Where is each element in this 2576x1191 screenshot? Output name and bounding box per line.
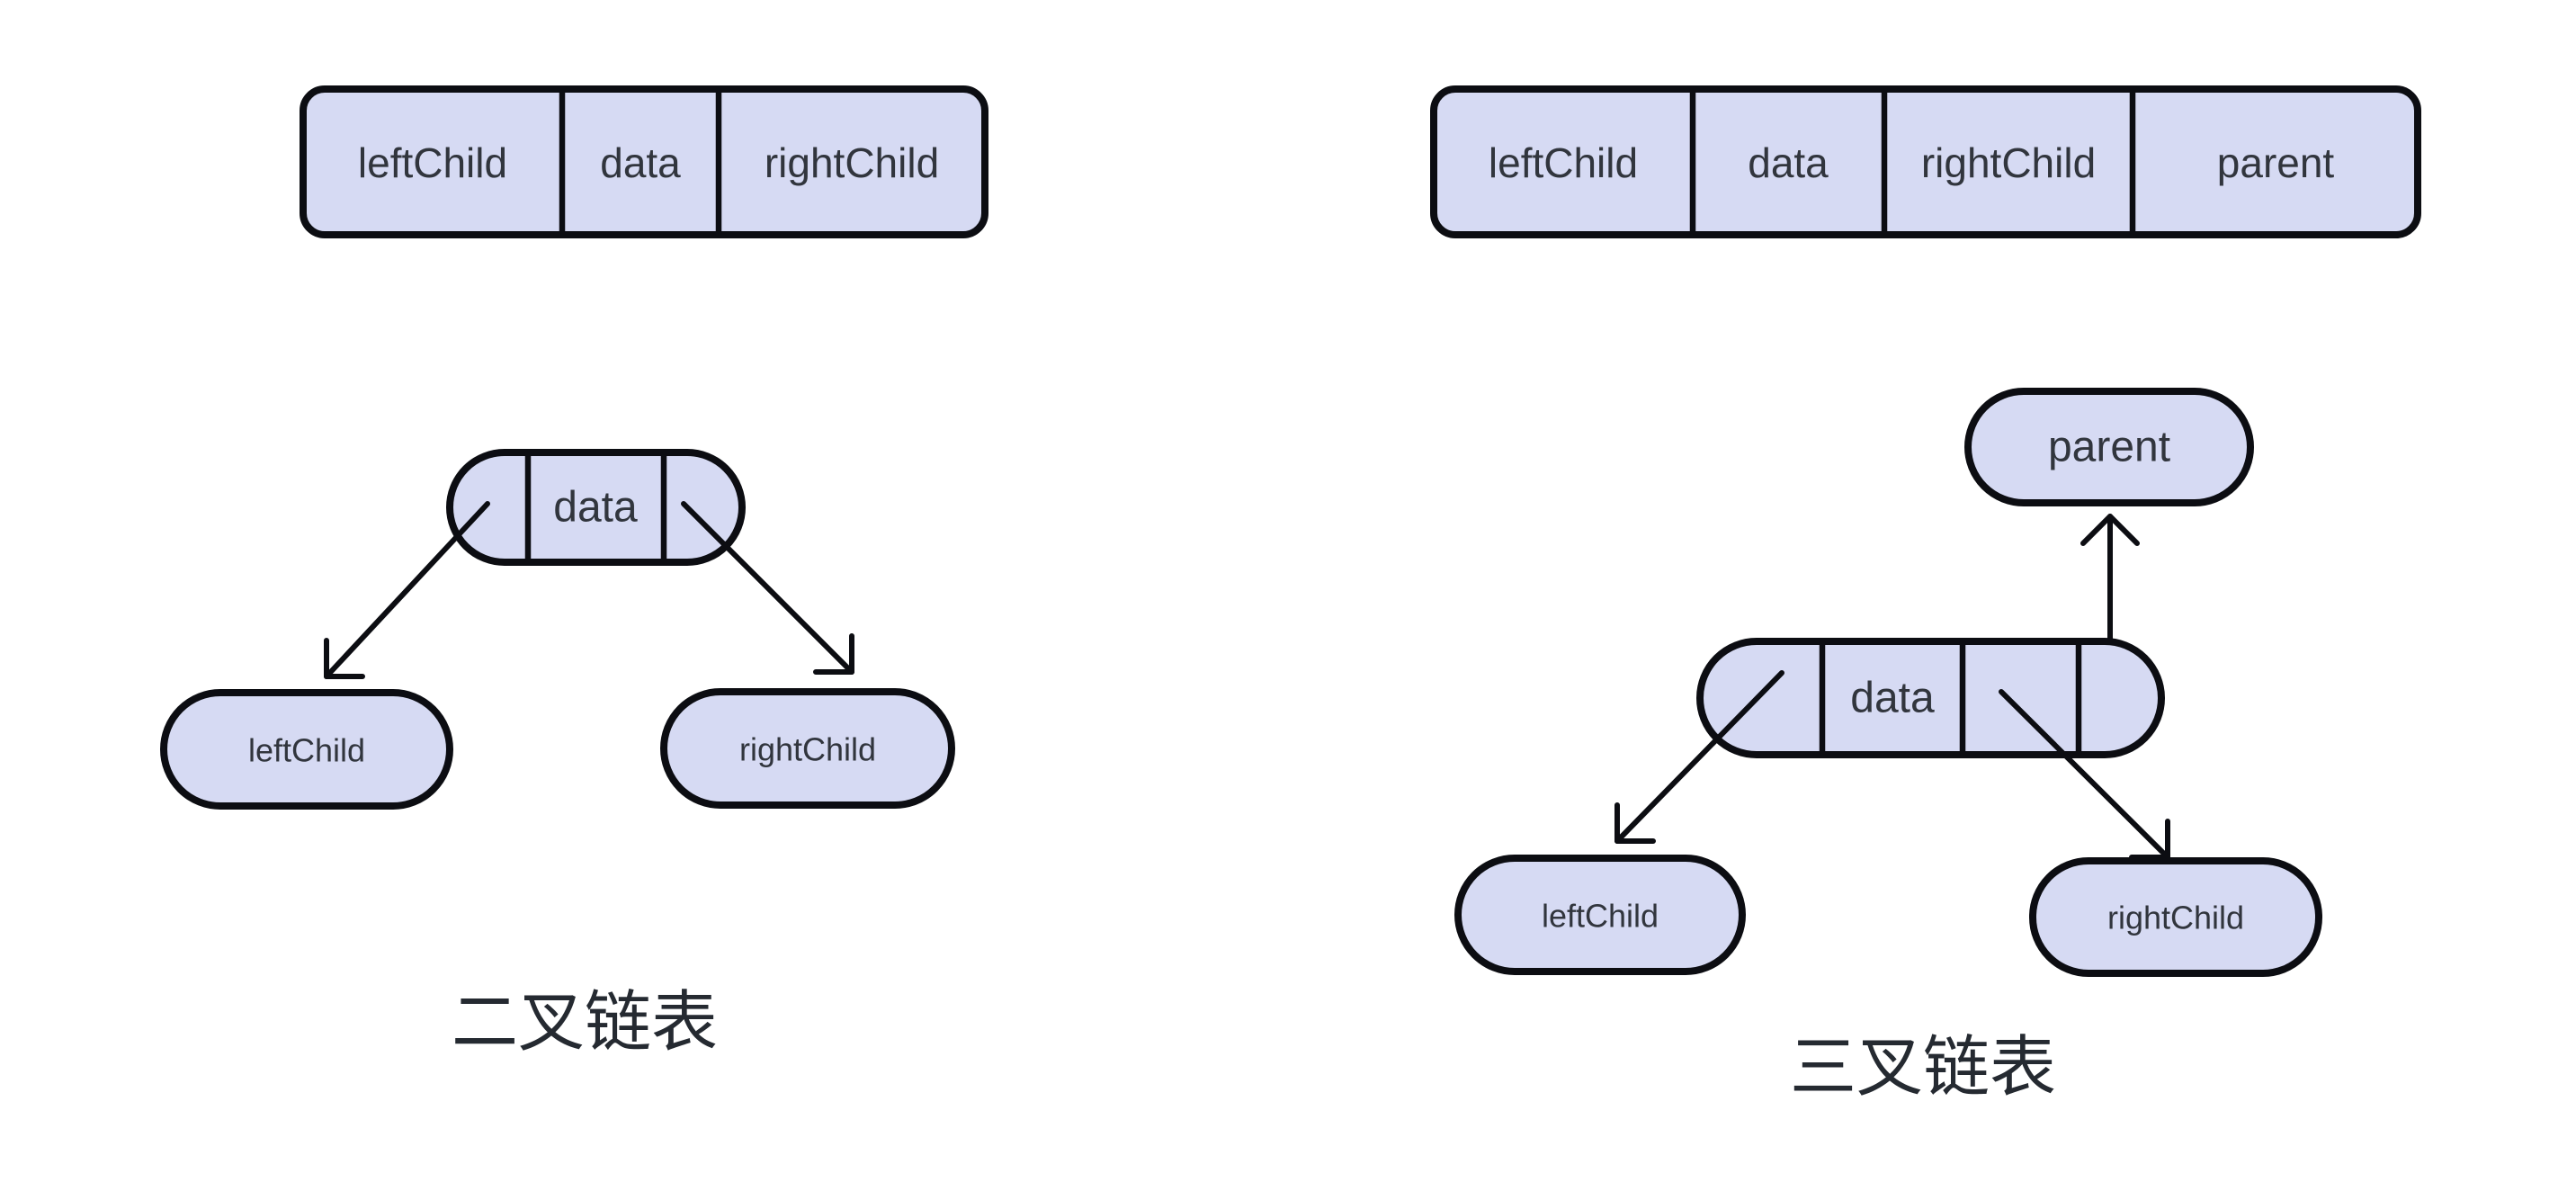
leftchild-label: leftChild bbox=[248, 732, 365, 769]
ternary-rightchild-node: rightChild bbox=[2029, 857, 2322, 977]
binary-node-pill bbox=[446, 449, 746, 566]
parent-pill bbox=[1964, 388, 2254, 506]
binary-node: data bbox=[446, 449, 746, 566]
arrowhead-icon bbox=[1614, 802, 1656, 844]
ternary-record-cell-rightchild: rightChild bbox=[1921, 139, 2096, 186]
ternary-record-cell-data: data bbox=[1748, 139, 1829, 186]
binary-node-data-label: data bbox=[553, 484, 638, 532]
binary-record-box bbox=[300, 85, 988, 238]
ternary-node-pill bbox=[1696, 638, 2165, 758]
arrowhead-icon bbox=[2080, 514, 2140, 546]
ternary-parent-node: parent bbox=[1964, 388, 2254, 506]
arrowhead-icon bbox=[324, 638, 365, 679]
leftchild-pill bbox=[160, 689, 453, 810]
arrow-shaft bbox=[324, 501, 490, 679]
ternary-linked-list-diagram: leftChild data rightChild parent parent … bbox=[1430, 85, 2421, 1105]
binary-right-pointer-arrow bbox=[681, 501, 854, 675]
binary-linked-list-diagram: leftChild data rightChild data leftChild bbox=[160, 85, 988, 1060]
parent-label: parent bbox=[2048, 424, 2170, 471]
ternary-node-data-label: data bbox=[1850, 675, 1935, 722]
binary-rightchild-node: rightChild bbox=[660, 688, 955, 809]
binary-left-pointer-arrow bbox=[324, 501, 490, 679]
leftchild-label: leftChild bbox=[1542, 898, 1659, 935]
arrow-shaft bbox=[681, 501, 854, 675]
ternary-record-cell-leftchild: leftChild bbox=[1489, 139, 1638, 186]
binary-record-cell-rightchild: rightChild bbox=[765, 139, 939, 186]
rightchild-label: rightChild bbox=[2107, 900, 2244, 936]
arrowhead-icon bbox=[813, 633, 854, 675]
rightchild-pill bbox=[2029, 857, 2322, 977]
rightchild-pill bbox=[660, 688, 955, 809]
ternary-record-table: leftChild data rightChild parent bbox=[1430, 85, 2421, 238]
arrow-shaft bbox=[1999, 689, 2170, 860]
binary-record-cell-data: data bbox=[600, 139, 681, 186]
ternary-caption: 三叉链表 bbox=[1790, 1030, 2056, 1105]
binary-caption: 二叉链表 bbox=[452, 985, 718, 1060]
rightchild-label: rightChild bbox=[739, 731, 876, 768]
ternary-record-box bbox=[1430, 85, 2421, 238]
ternary-left-pointer-arrow bbox=[1614, 670, 1784, 844]
ternary-record-cell-parent: parent bbox=[2217, 139, 2335, 186]
ternary-node: data bbox=[1696, 638, 2165, 758]
ternary-leftchild-node: leftChild bbox=[1454, 855, 1746, 975]
binary-record-table: leftChild data rightChild bbox=[300, 85, 988, 238]
arrow-shaft bbox=[1614, 670, 1784, 844]
leftchild-pill bbox=[1454, 855, 1746, 975]
binary-leftchild-node: leftChild bbox=[160, 689, 453, 810]
binary-record-cell-leftchild: leftChild bbox=[358, 139, 507, 186]
